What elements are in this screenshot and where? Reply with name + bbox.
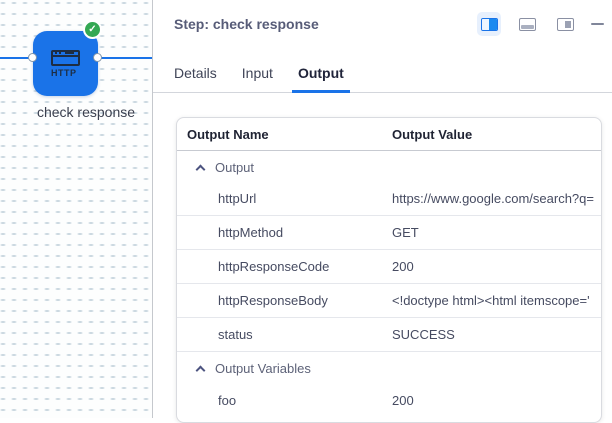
column-header-output-value: Output Value	[392, 118, 601, 151]
output-name-cell: httpResponseCode	[177, 249, 392, 284]
output-name-cell: foo	[218, 393, 237, 408]
side-panel-icon[interactable]	[553, 12, 577, 36]
output-value-cell: 200	[392, 249, 601, 284]
tab-details[interactable]: Details	[174, 65, 217, 81]
output-table-card: Output Name Output Value Output httpUrl …	[176, 117, 602, 423]
http-task-node[interactable]: HTTP	[33, 31, 98, 96]
group-label: Output Variables	[215, 361, 311, 376]
chevron-up-icon[interactable]	[195, 365, 206, 376]
table-row: httpMethod GET	[177, 215, 601, 250]
output-value-cell: 200	[392, 393, 414, 408]
output-value-cell: https://www.google.com/search?q=	[392, 182, 601, 216]
output-name-cell: httpUrl	[177, 182, 392, 216]
panel-title: Step: check response	[174, 16, 319, 32]
minimize-button[interactable]	[591, 22, 604, 26]
output-value-cell: <!doctype html><html itemscope='	[392, 283, 601, 318]
node-label: check response	[36, 104, 136, 120]
group-label: Output	[215, 160, 255, 175]
output-name-cell: status	[177, 317, 392, 352]
split-view-icon[interactable]	[477, 12, 501, 36]
table-header-row: Output Name Output Value	[177, 118, 601, 151]
table-row: foo 200	[177, 383, 601, 422]
http-icon-label: HTTP	[51, 67, 77, 78]
tab-bar: Details Input Output	[153, 65, 612, 93]
table-row: status SUCCESS	[177, 317, 601, 352]
output-value-cell: SUCCESS	[392, 317, 601, 352]
output-value-cell: GET	[392, 215, 601, 250]
success-check-icon: ✓	[83, 20, 102, 39]
tab-input[interactable]: Input	[241, 65, 273, 81]
bottom-panel-icon[interactable]	[515, 12, 539, 36]
node-input-port[interactable]	[28, 53, 37, 62]
table-row: httpResponseCode 200	[177, 249, 601, 284]
panel-layout-controls	[477, 12, 604, 36]
group-row-output[interactable]: Output	[177, 151, 601, 183]
table-row: httpUrl https://www.google.com/search?q=	[177, 182, 601, 216]
workflow-canvas[interactable]: HTTP ✓ check response	[0, 0, 152, 418]
group-row-output-variables[interactable]: Output Variables	[177, 352, 601, 384]
browser-window-icon: HTTP	[51, 49, 80, 78]
output-table: Output Name Output Value Output httpUrl …	[177, 118, 601, 422]
node-output-port[interactable]	[93, 53, 102, 62]
step-inspector-panel: Step: check response Details Input Outpu…	[152, 0, 612, 423]
column-header-output-name: Output Name	[177, 118, 392, 151]
table-row: httpResponseBody <!doctype html><html it…	[177, 283, 601, 318]
chevron-up-icon[interactable]	[195, 164, 206, 175]
panel-header: Step: check response	[153, 0, 612, 36]
output-name-cell: httpResponseBody	[177, 283, 392, 318]
tab-output[interactable]: Output	[291, 65, 350, 93]
output-name-cell: httpMethod	[177, 215, 392, 250]
